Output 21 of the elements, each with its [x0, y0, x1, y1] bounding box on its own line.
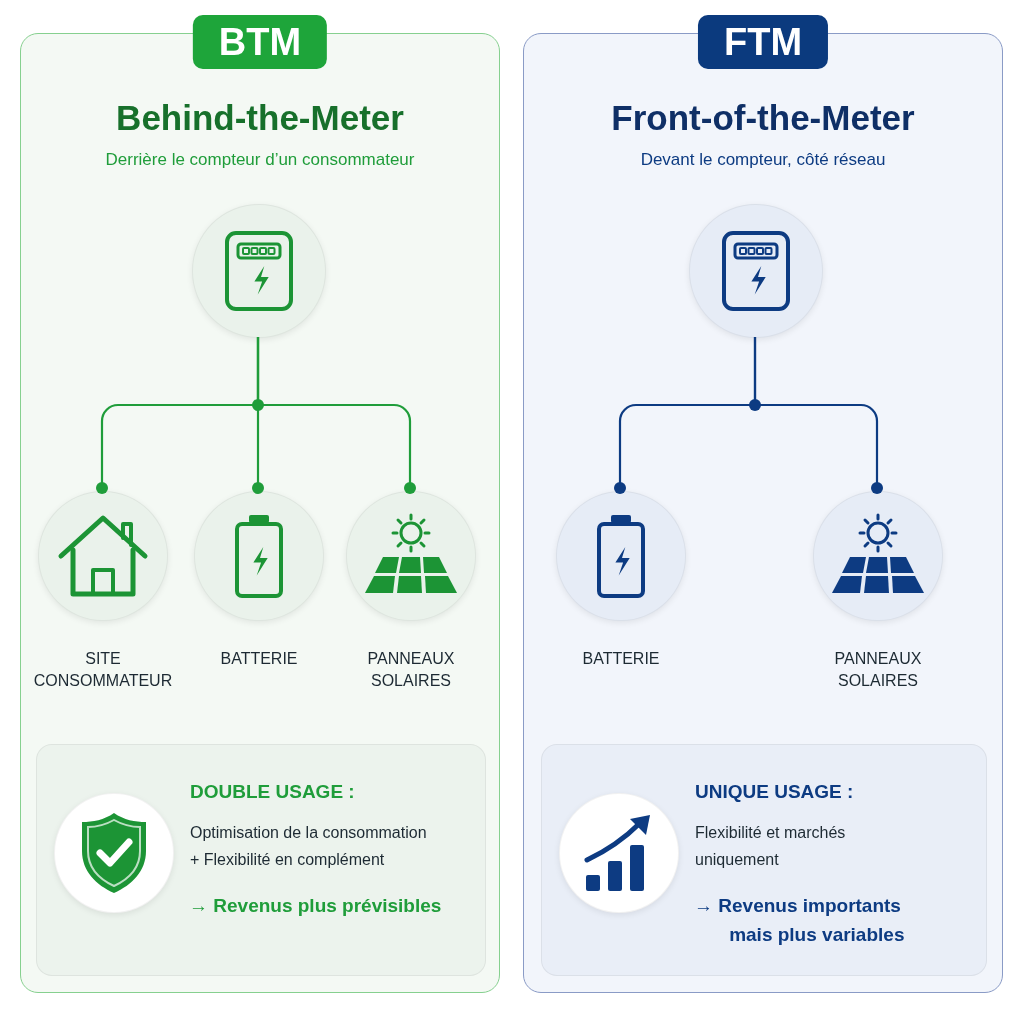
revenue-note: → Revenus importants mais plus variables: [694, 894, 906, 947]
card-text: Optimisation de la consommation + Flexibilité en complément: [190, 823, 428, 870]
connector-line: [256, 337, 416, 494]
card-heading: DOUBLE USAGE :: [190, 781, 355, 803]
node-label: PANNEAUX SOLAIRES: [833, 649, 923, 691]
card-heading: UNIQUE USAGE :: [695, 781, 854, 803]
connector-line: [753, 337, 883, 494]
title-badge: BTM: [192, 15, 328, 69]
panel-subtitle: Devant le compteur, côté réseau: [639, 150, 887, 170]
node-label: BATTERIE: [219, 649, 299, 669]
node-label: BATTERIE: [581, 649, 661, 669]
info-card: [36, 744, 486, 976]
node-label: PANNEAUX SOLAIRES: [366, 649, 456, 691]
node-label: SITE CONSOMMATEUR: [32, 649, 174, 691]
revenue-note: → Revenus plus prévisibles: [189, 894, 443, 918]
panel-title: Front-of-the-Meter: [610, 98, 916, 138]
card-text: Flexibilité et marchés uniquement: [695, 823, 847, 870]
panel-title: Behind-the-Meter: [115, 98, 405, 138]
panel-subtitle: Derrière le compteur d’un consommateur: [104, 150, 416, 170]
info-card: [541, 744, 987, 976]
title-badge: FTM: [697, 15, 829, 69]
